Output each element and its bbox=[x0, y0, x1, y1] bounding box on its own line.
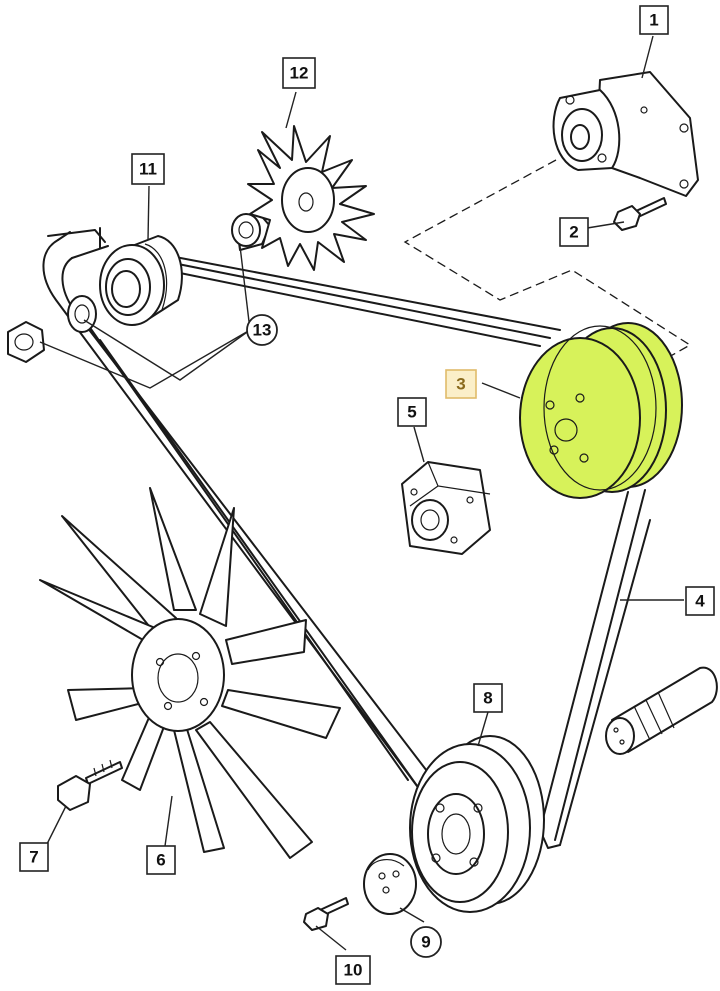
callout-11: 11 bbox=[131, 153, 165, 185]
part-1-housing bbox=[552, 71, 699, 197]
part-7-bolt bbox=[57, 759, 123, 811]
part-3-pump-pulley bbox=[519, 322, 683, 499]
part-5-spacer-block bbox=[401, 461, 491, 555]
part-11-pulley bbox=[99, 235, 183, 326]
callout-3-highlighted: 3 bbox=[445, 369, 477, 399]
callout-10: 10 bbox=[335, 955, 371, 985]
svg-text:2: 2 bbox=[569, 223, 578, 242]
part-2-bolt bbox=[613, 197, 667, 231]
svg-text:12: 12 bbox=[290, 64, 309, 83]
svg-text:10: 10 bbox=[344, 961, 363, 980]
part-10-bolt bbox=[303, 897, 349, 931]
callout-1: 1 bbox=[639, 5, 669, 35]
callout-9: 9 bbox=[410, 926, 442, 958]
callout-6: 6 bbox=[146, 845, 176, 875]
callout-8: 8 bbox=[473, 683, 503, 713]
splined-shaft bbox=[605, 666, 718, 755]
svg-text:7: 7 bbox=[29, 848, 38, 867]
svg-text:6: 6 bbox=[156, 851, 165, 870]
svg-text:11: 11 bbox=[139, 160, 157, 179]
part-8-crank-pulley bbox=[409, 735, 545, 913]
drive-belt bbox=[42, 227, 561, 791]
svg-text:3: 3 bbox=[456, 375, 465, 394]
callout-2: 2 bbox=[559, 217, 589, 247]
svg-text:4: 4 bbox=[695, 592, 705, 611]
part-9-disc bbox=[363, 853, 417, 915]
leader-lines bbox=[39, 35, 684, 951]
callout-7: 7 bbox=[19, 842, 49, 872]
part-13-hex-nut bbox=[7, 321, 45, 363]
svg-text:5: 5 bbox=[407, 403, 416, 422]
assembly-dashed-lines bbox=[403, 159, 692, 363]
callout-4: 4 bbox=[685, 586, 715, 616]
part-6-fan bbox=[39, 487, 341, 859]
part-12-small-fan bbox=[247, 125, 375, 271]
svg-text:1: 1 bbox=[649, 11, 658, 30]
svg-text:13: 13 bbox=[253, 321, 272, 340]
callout-12: 12 bbox=[282, 57, 316, 89]
part-13-bushing bbox=[67, 295, 97, 333]
belt-4 bbox=[539, 489, 651, 849]
svg-text:8: 8 bbox=[483, 689, 492, 708]
callout-5: 5 bbox=[397, 397, 427, 427]
svg-text:9: 9 bbox=[421, 933, 430, 952]
callout-13: 13 bbox=[246, 314, 278, 346]
